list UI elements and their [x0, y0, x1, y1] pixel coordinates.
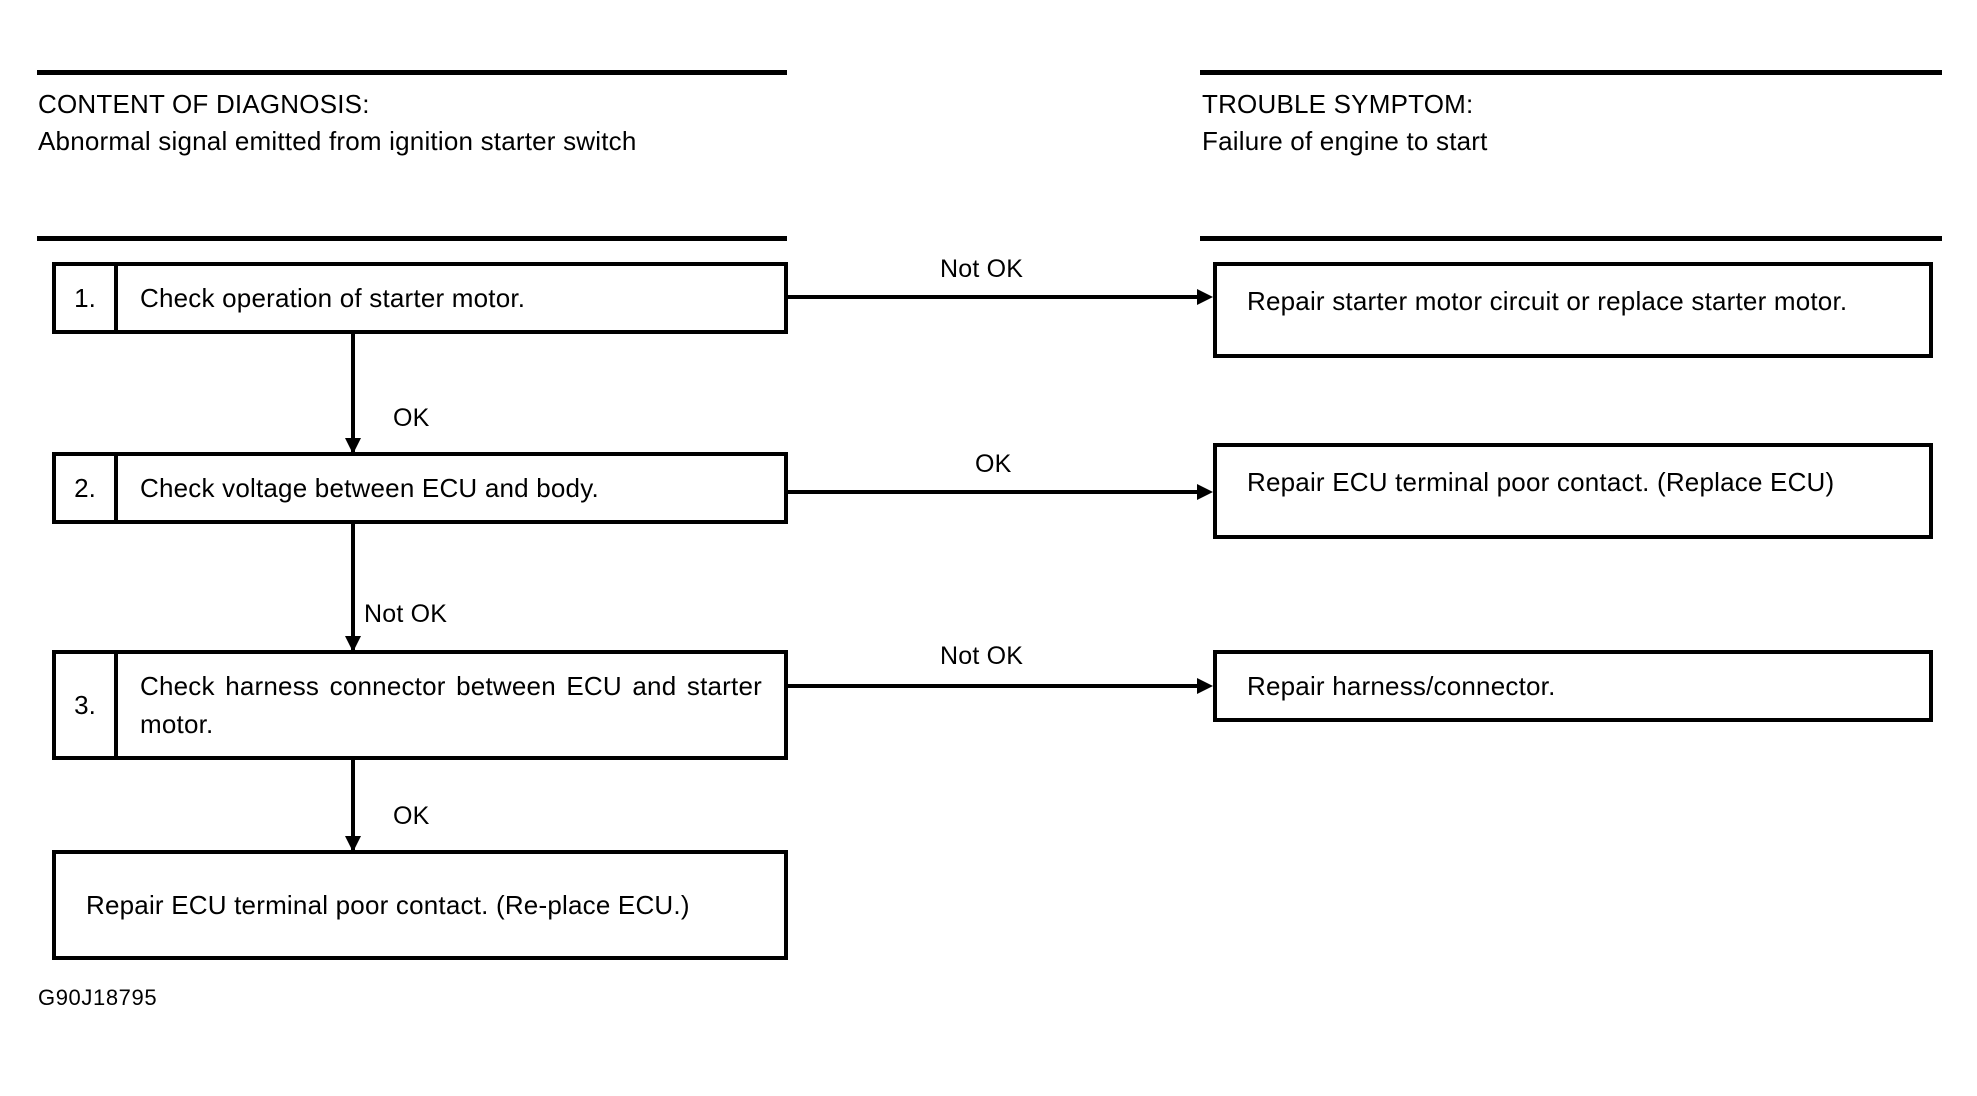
flow-arrowhead-step1-step2 — [345, 438, 361, 454]
flow-label-step1-step2: OK — [393, 404, 430, 432]
flow-line-step3-final — [351, 760, 355, 852]
result-box-3[interactable]: Repair harness/connector. — [1213, 650, 1933, 722]
flow-label-step2-step3: Not OK — [364, 600, 448, 628]
flow-line-step1-step2 — [351, 334, 355, 454]
result-box-2[interactable]: Repair ECU terminal poor contact. (Repla… — [1213, 443, 1933, 539]
step-text-1: Check operation of starter motor. — [140, 283, 526, 313]
step-box-2[interactable]: 2. Check voltage between ECU and body. — [52, 452, 788, 524]
flow-line-step2-step3 — [351, 524, 355, 652]
result-box-1[interactable]: Repair starter motor circuit or replace … — [1213, 262, 1933, 358]
result-text-3: Repair harness/connector. — [1247, 671, 1556, 701]
content-of-diagnosis-header: CONTENT OF DIAGNOSIS: Abnormal signal em… — [38, 86, 798, 160]
rule-left-top — [37, 70, 787, 75]
rule-left-mid — [37, 236, 787, 241]
flow-arrowhead-step2-step3 — [345, 636, 361, 652]
step-text-2: Check voltage between ECU and body. — [140, 473, 599, 503]
branch-line-3 — [788, 684, 1198, 688]
branch-arrowhead-2 — [1197, 484, 1213, 500]
branch-label-2: OK — [975, 450, 1012, 478]
flow-arrowhead-step3-final — [345, 836, 361, 852]
content-of-diagnosis-title: CONTENT OF DIAGNOSIS: — [38, 89, 370, 119]
branch-arrowhead-3 — [1197, 678, 1213, 694]
content-of-diagnosis-body: Abnormal signal emitted from ignition st… — [38, 126, 637, 156]
step-text-3: Check harness connector between ECU and … — [140, 671, 762, 739]
step-number-2: 2. — [56, 456, 118, 520]
trouble-symptom-title: TROUBLE SYMPTOM: — [1202, 89, 1474, 119]
flow-label-step3-final: OK — [393, 802, 430, 830]
rule-right-top — [1200, 70, 1942, 75]
step-number-1: 1. — [56, 266, 118, 330]
final-outcome-text: Repair ECU terminal poor contact. (Re-pl… — [86, 890, 690, 920]
final-outcome-box[interactable]: Repair ECU terminal poor contact. (Re-pl… — [52, 850, 788, 960]
rule-right-mid — [1200, 236, 1942, 241]
trouble-symptom-body: Failure of engine to start — [1202, 126, 1488, 156]
step-number-3: 3. — [56, 654, 118, 756]
branch-line-1 — [788, 295, 1198, 299]
branch-label-1: Not OK — [940, 255, 1024, 283]
branch-line-2 — [788, 490, 1198, 494]
branch-label-3: Not OK — [940, 642, 1024, 670]
result-text-1: Repair starter motor circuit or replace … — [1247, 286, 1848, 316]
result-text-2: Repair ECU terminal poor contact. (Repla… — [1247, 467, 1835, 497]
branch-arrowhead-1 — [1197, 289, 1213, 305]
trouble-symptom-header: TROUBLE SYMPTOM: Failure of engine to st… — [1202, 86, 1962, 160]
figure-code: G90J18795 — [38, 985, 158, 1010]
step-box-3[interactable]: 3. Check harness connector between ECU a… — [52, 650, 788, 760]
step-box-1[interactable]: 1. Check operation of starter motor. — [52, 262, 788, 334]
